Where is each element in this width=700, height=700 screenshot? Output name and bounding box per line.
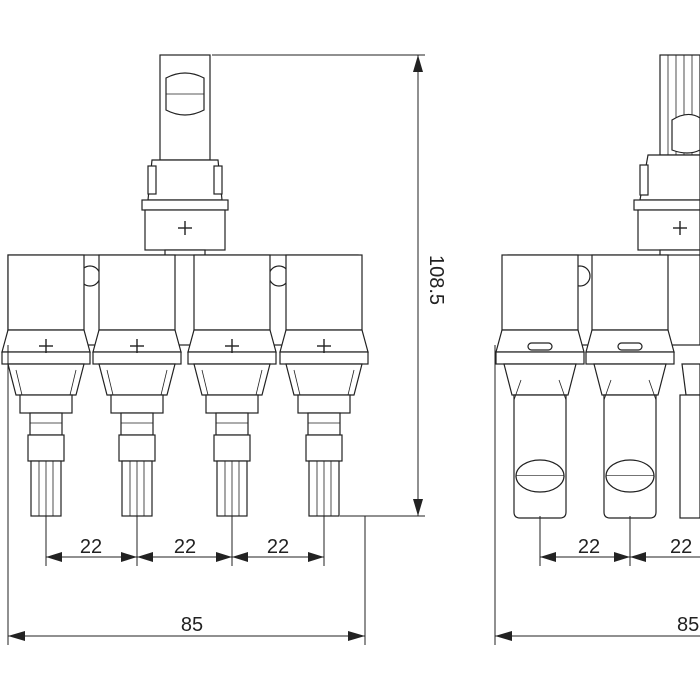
pitch-label-1: 22 [80, 536, 102, 558]
pitch-label-right-1: 22 [578, 536, 600, 558]
width-dimension-right: 85 [494, 345, 700, 645]
left-view-male-connector [2, 54, 368, 516]
pitch-label-2: 22 [174, 536, 196, 558]
right-view-female-connector [495, 54, 700, 519]
pitch-label-3: 22 [267, 536, 289, 558]
height-dimension-label: 108.5 [425, 255, 447, 305]
pitch-label-right-2: 22 [670, 536, 692, 558]
height-dimension: 108.5 [212, 54, 447, 517]
pitch-dimensions-left: 22 22 22 [45, 516, 325, 566]
width-label-left: 85 [181, 614, 203, 636]
pitch-dimensions-right: 22 22 [539, 516, 700, 566]
width-label-right: 85 [677, 614, 699, 636]
width-dimension-left: 85 [7, 345, 366, 645]
